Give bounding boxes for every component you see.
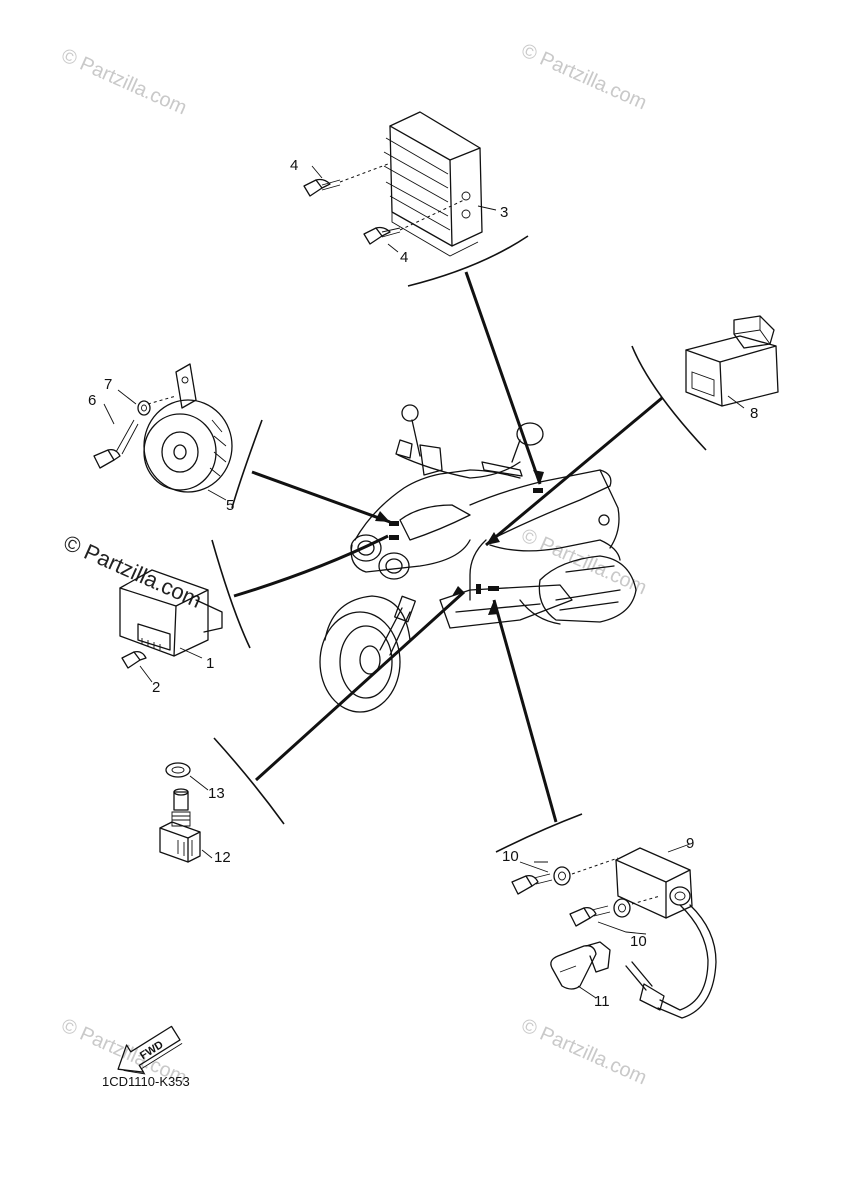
callout-label: 5 (226, 497, 234, 514)
callout-label: 2 (152, 679, 160, 696)
spark-plug-cap-part[interactable] (550, 941, 611, 990)
watermark-text: © Partzilla.com (58, 44, 190, 119)
watermark-text: © Partzilla.com (518, 39, 650, 114)
switch-part[interactable] (159, 788, 201, 863)
drawing-code: 1CD1110-K353 (102, 1074, 190, 1089)
washer-part[interactable] (137, 400, 151, 416)
callout-label: 3 (500, 204, 508, 221)
callout-label: 9 (686, 835, 694, 852)
callout-label: 6 (88, 392, 96, 409)
bolt-part[interactable] (363, 226, 401, 245)
bolt-part[interactable] (93, 419, 139, 469)
washer-part[interactable] (553, 866, 571, 886)
callout-label: 4 (400, 249, 408, 266)
watermark-featured-text: © Partzilla.com (60, 530, 206, 613)
watermark-text: © Partzilla.com (518, 524, 650, 599)
callout-label: 1 (206, 655, 214, 672)
washer-part[interactable] (165, 762, 191, 778)
watermark-text: © Partzilla.com (518, 1014, 650, 1089)
bolt-part[interactable] (303, 178, 341, 197)
watermark-group: © Partzilla.com © Partzilla.com © Partzi… (58, 39, 650, 1089)
callout-label: 4 (290, 157, 298, 174)
ignition-coil-part[interactable] (615, 847, 717, 1019)
callout-label: 7 (104, 376, 112, 393)
callout-leader-group (211, 235, 707, 853)
horn-part[interactable] (143, 363, 233, 493)
callout-label: 10 (630, 933, 647, 950)
callout-label: 8 (750, 405, 758, 422)
callout-label: 13 (208, 785, 225, 802)
callout-label: 12 (214, 849, 231, 866)
control-unit-part[interactable] (119, 569, 223, 657)
callout-label: 10 (502, 848, 519, 865)
rectifier-regulator-part[interactable] (383, 111, 483, 257)
washer-part[interactable] (613, 898, 631, 918)
bolt-part[interactable] (121, 650, 147, 669)
callout-label: 11 (594, 993, 610, 1010)
bolt-part[interactable] (569, 905, 611, 927)
relay-connector-part[interactable] (685, 315, 779, 407)
bolt-part[interactable] (511, 873, 553, 895)
scooter-illustration (319, 404, 637, 713)
